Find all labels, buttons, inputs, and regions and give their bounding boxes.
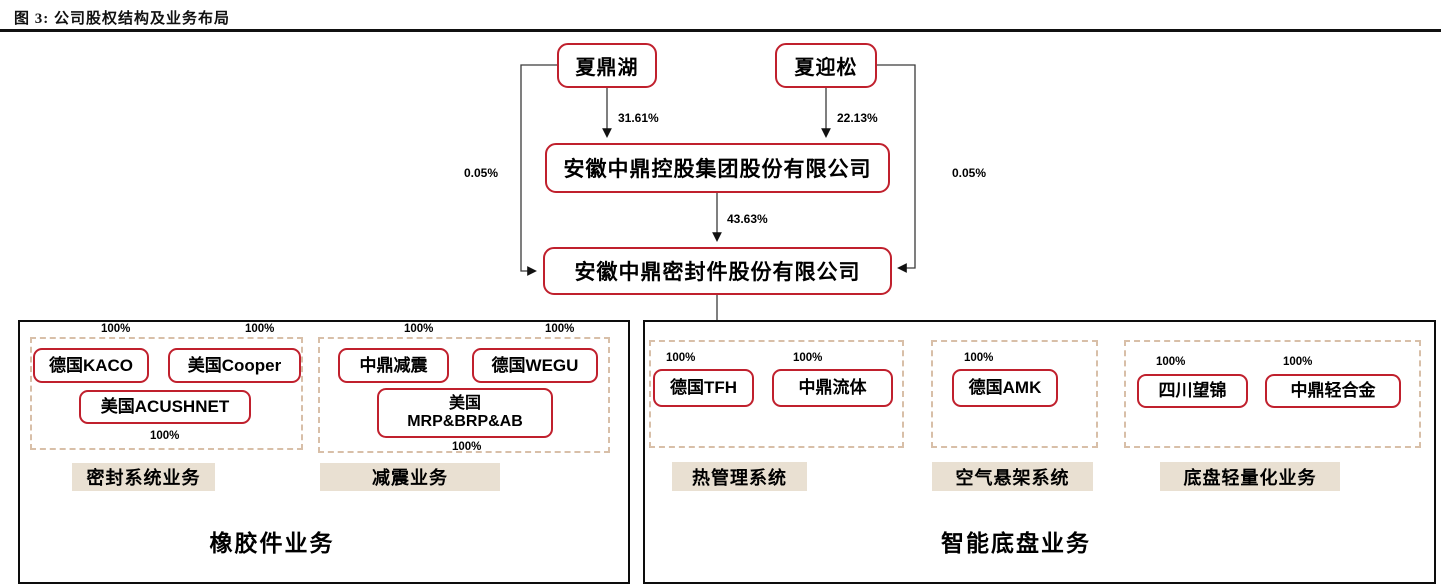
panel-caption-rubber: 橡胶件业务: [209, 531, 335, 556]
holding-company-box: 安徽中鼎控股集团股份有限公司: [545, 143, 890, 193]
stake-label-sichuan-wangjin: 100%: [1156, 356, 1186, 368]
title-divider: [0, 29, 1441, 32]
group-thermal-management: [649, 340, 904, 448]
business-label-thermal: 热管理系统: [672, 462, 807, 491]
stake-label-xiadinghu-listed: 0.05%: [464, 166, 499, 180]
subsidiary-box-amk: 德国AMK: [952, 369, 1058, 407]
business-label-air-suspension: 空气悬架系统: [932, 462, 1093, 491]
subsidiary-box-zhongding-lightalloy: 中鼎轻合金: [1265, 374, 1401, 408]
stake-label-xiayingsong-listed: 0.05%: [952, 166, 987, 180]
group-damping: [318, 337, 610, 453]
subsidiary-box-tfh: 德国TFH: [653, 369, 754, 407]
figure-title: 图 3: 公司股权结构及业务布局: [14, 11, 230, 27]
subsidiary-box-wegu: 德国WEGU: [472, 348, 598, 383]
stake-label-tfh: 100%: [666, 352, 696, 364]
stake-label-acushnet: 100%: [150, 430, 180, 442]
business-label-sealing: 密封系统业务: [72, 463, 215, 491]
stake-label-zhongding-lightalloy: 100%: [1283, 356, 1313, 368]
stake-label-wegu: 100%: [545, 323, 575, 335]
subsidiary-box-cooper: 美国Cooper: [168, 348, 301, 383]
stake-label-mrp-brp-ab: 100%: [452, 441, 482, 453]
panel-caption-smart-chassis: 智能底盘业务: [941, 531, 1091, 556]
subsidiary-name-line1: 美国: [448, 395, 481, 413]
subsidiary-box-zhongding-fluid: 中鼎流体: [772, 369, 893, 407]
stake-label-holding-listed: 43.63%: [727, 212, 768, 226]
stake-label-xiadinghu-holding: 31.61%: [618, 111, 659, 125]
panel-smart-chassis: [643, 320, 1436, 584]
stake-label-xiayingsong-holding: 22.13%: [837, 111, 878, 125]
listed-company-box: 安徽中鼎密封件股份有限公司: [543, 247, 892, 295]
stake-label-kaco: 100%: [101, 323, 131, 335]
group-sealing-system: [30, 337, 303, 450]
stake-label-amk: 100%: [964, 352, 994, 364]
stake-label-cooper: 100%: [245, 323, 275, 335]
stake-label-zhongding-damping: 100%: [404, 323, 434, 335]
subsidiary-box-mrp-brp-ab: 美国 MRP&BRP&AB: [377, 388, 553, 438]
group-chassis-lightweight: [1124, 340, 1421, 448]
subsidiary-box-kaco: 德国KACO: [33, 348, 149, 383]
shareholder-box-xiayingsong: 夏迎松: [775, 43, 877, 88]
subsidiary-box-acushnet: 美国ACUSHNET: [79, 390, 251, 424]
subsidiary-box-sichuan-wangjin: 四川望锦: [1137, 374, 1248, 408]
subsidiary-name-line2: MRP&BRP&AB: [407, 413, 523, 430]
business-label-damping: 减震业务: [320, 463, 500, 491]
subsidiary-box-zhongding-damping: 中鼎减震: [338, 348, 449, 383]
business-label-lightweight: 底盘轻量化业务: [1160, 462, 1340, 491]
stake-label-zhongding-fluid: 100%: [793, 352, 823, 364]
shareholder-box-xiadinghu: 夏鼎湖: [557, 43, 657, 88]
group-air-suspension: [931, 340, 1098, 448]
